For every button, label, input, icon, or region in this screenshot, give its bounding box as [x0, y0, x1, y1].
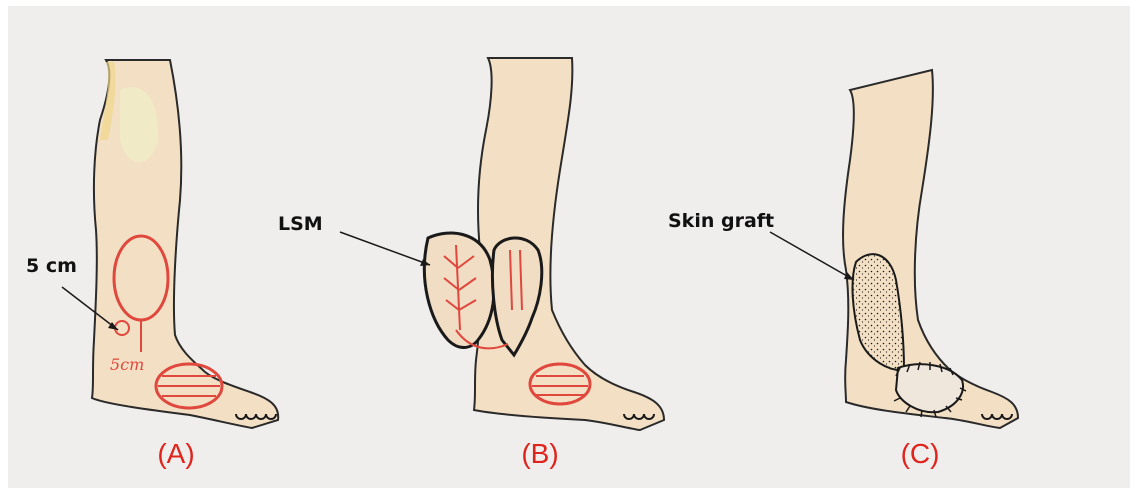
panel-b-label: (B) [500, 438, 580, 470]
panel-c-leg-drawing [770, 70, 1018, 428]
panel-b-arrow [340, 232, 430, 265]
panel-a-callout: 5 cm [26, 255, 77, 277]
panel-c-label: (C) [880, 438, 960, 470]
panel-b-leg-drawing [340, 58, 664, 430]
panel-a-leg-drawing [62, 60, 278, 428]
panel-a-label: (A) [136, 438, 216, 470]
panel-c-arrow [770, 232, 854, 280]
panel-a-ankle-note: 5cm [110, 355, 144, 374]
panel-b-callout: LSM [278, 213, 323, 235]
panel-c-callout: Skin graft [668, 210, 774, 232]
